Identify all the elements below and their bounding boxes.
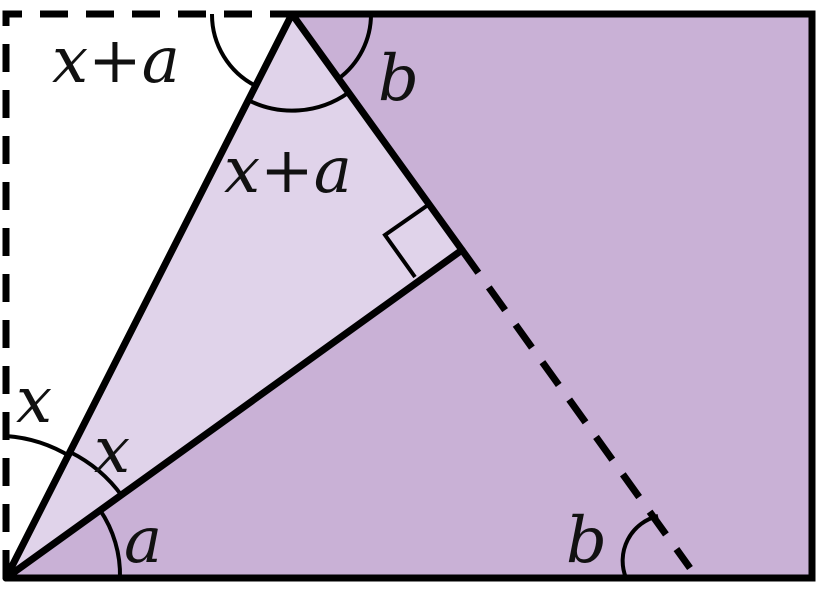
diagonal-line: [2, 246, 466, 582]
label-bottom-right-angle: b: [566, 504, 607, 578]
arc-bottom-right: [620, 514, 659, 579]
rectangle-solid-edges: [6, 10, 816, 582]
label-bottom-left-angle: a: [124, 504, 162, 578]
label-inner-left-angle: x: [94, 414, 130, 488]
arc-top-left-outer: [209, 13, 257, 88]
arc-bottom-left: [98, 508, 123, 579]
arc-top-right: [336, 13, 374, 81]
fold-line-right: [288, 10, 466, 254]
label-top-right-angle: b: [378, 42, 419, 116]
label-top-left-angle: x+a: [52, 24, 180, 98]
arc-top-inner: [247, 91, 350, 113]
fold-line-left: [2, 10, 296, 582]
label-inner-top-angle: x+a: [224, 134, 352, 208]
light-folded-triangle: [6, 14, 462, 578]
right-angle-marker: [382, 203, 430, 279]
arc-left-outer: [5, 434, 73, 459]
arc-left-inner: [69, 450, 124, 498]
dashed-fold-extension: [459, 247, 693, 571]
dashed-original-edge-top-left: [2, 10, 292, 578]
label-outer-left-angle: x: [16, 364, 52, 438]
